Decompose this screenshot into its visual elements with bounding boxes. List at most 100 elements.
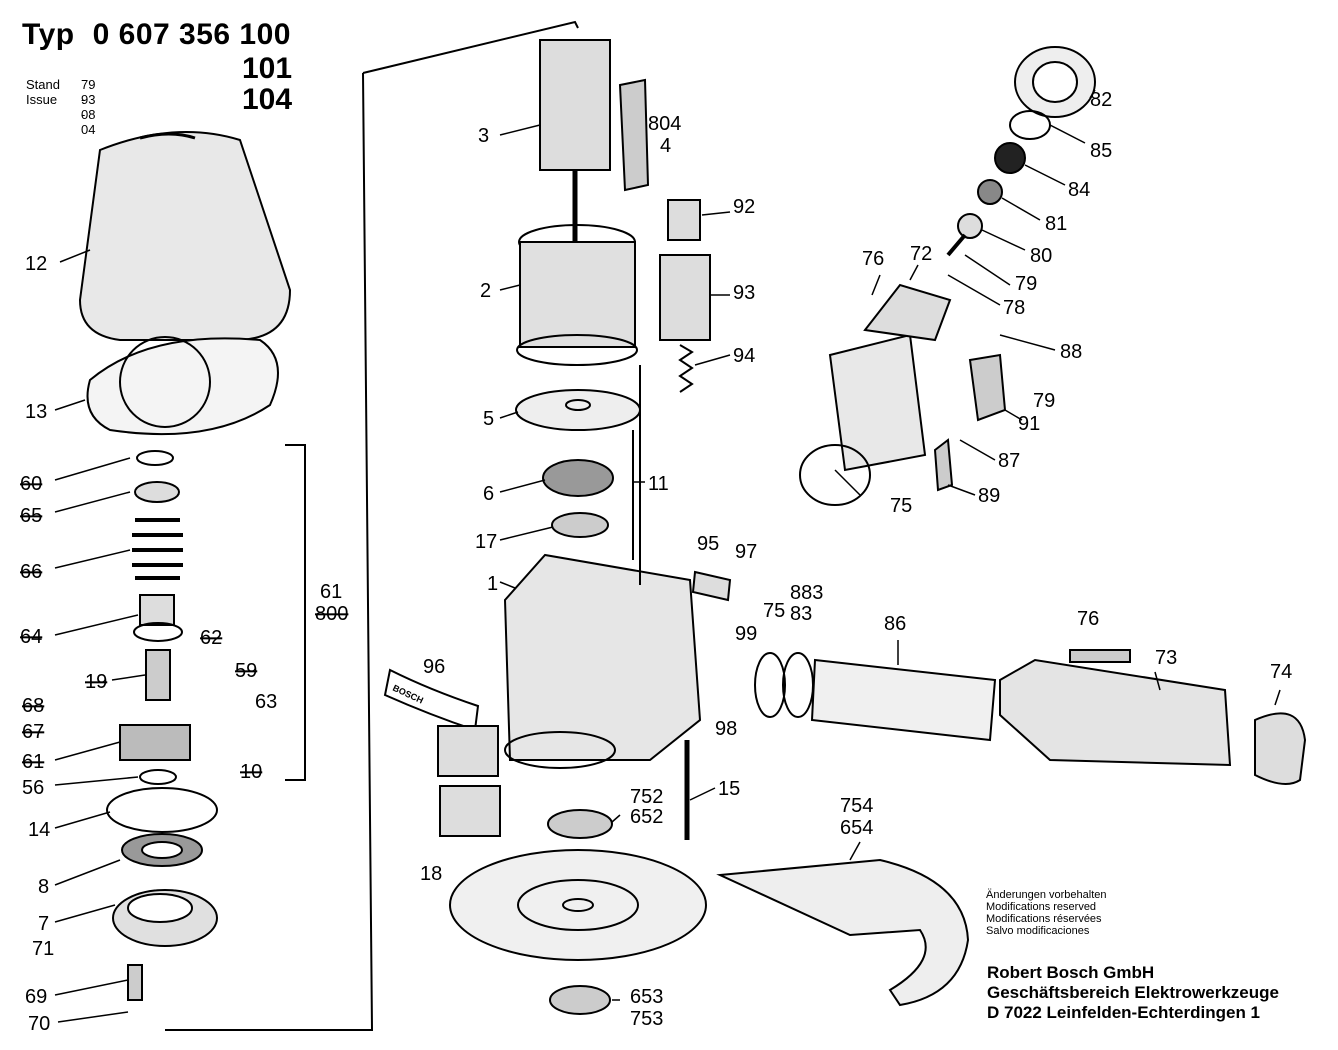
- label-71: 71: [32, 938, 54, 960]
- label-80: 80: [1030, 245, 1052, 267]
- label-91: 91: [1018, 413, 1040, 435]
- brush-spring: [678, 344, 694, 393]
- label-12: 12: [25, 253, 47, 275]
- compression-spring: [132, 518, 183, 580]
- label-13: 13: [25, 401, 47, 423]
- issue-label: Issue: [26, 92, 58, 107]
- stand-issue-block: Stand Issue 79 - 08 93 - 04: [26, 77, 95, 137]
- group-frame-line: [165, 72, 374, 1031]
- stand-value: 79 - 08: [81, 77, 96, 122]
- end-cap: [1254, 712, 1307, 785]
- carbon-brush-set-1: [437, 725, 499, 777]
- label-754: 754: [840, 795, 873, 817]
- label-3: 3: [478, 125, 489, 147]
- flange-nut: [547, 809, 613, 839]
- label-86: 86: [884, 613, 906, 635]
- motor-housing: [828, 333, 927, 472]
- label-804: 804: [648, 113, 681, 135]
- label-75b: 75: [763, 600, 785, 622]
- label-82: 82: [1090, 89, 1112, 111]
- label-14: 14: [28, 819, 50, 841]
- spring-cup: [134, 481, 180, 503]
- wheel-guard: [716, 858, 970, 1007]
- label-2: 2: [480, 280, 491, 302]
- modification-note: Änderungen vorbehalten Modifications res…: [986, 889, 1106, 937]
- label-99: 99: [735, 623, 757, 645]
- label-11: 11: [648, 473, 669, 495]
- label-88: 88: [1060, 341, 1082, 363]
- label-76b: 76: [1077, 608, 1099, 630]
- label-97: 97: [735, 541, 757, 563]
- label-56: 56: [22, 777, 44, 799]
- bearing-6: [542, 459, 614, 497]
- grinding-disc: [449, 849, 707, 961]
- part-number: 0 607 356 100: [92, 18, 291, 51]
- group-frame-line: [362, 20, 579, 74]
- label-64: 64: [20, 626, 42, 648]
- bearing-cap: [551, 512, 609, 538]
- label-7: 7: [38, 913, 49, 935]
- label-60: 60: [20, 473, 42, 495]
- brush-cap: [667, 199, 701, 241]
- company-address: Robert Bosch GmbH Geschäftsbereich Elekt…: [987, 963, 1279, 1023]
- label-72: 72: [910, 243, 932, 265]
- motor-tube: [810, 658, 997, 742]
- screw: [127, 964, 143, 1001]
- note-line-de: Änderungen vorbehalten: [986, 889, 1107, 901]
- label-65: 65: [20, 505, 42, 527]
- label-18: 18: [420, 863, 442, 885]
- label-94: 94: [733, 345, 755, 367]
- label-83: 83: [790, 603, 812, 625]
- label-63: 63: [255, 691, 277, 713]
- label-5: 5: [483, 408, 494, 430]
- label-753: 753: [630, 1008, 663, 1030]
- armature: [539, 39, 611, 171]
- label-6: 6: [483, 483, 494, 505]
- issue-value: 93 - 04: [81, 92, 96, 137]
- label-92: 92: [733, 196, 755, 218]
- label-17: 17: [475, 531, 497, 553]
- label-800: 800: [315, 603, 348, 625]
- label-10: 10: [240, 761, 262, 783]
- gasket: [86, 337, 279, 436]
- spindle-pin: [145, 649, 171, 701]
- brush-holder: [659, 254, 711, 341]
- label-1: 1: [487, 573, 498, 595]
- variant-104: 104: [242, 83, 293, 116]
- lock-assembly: [119, 724, 191, 761]
- plate: [691, 570, 732, 602]
- retaining-clip: [136, 450, 174, 466]
- rating-label: [383, 668, 480, 732]
- label-84: 84: [1068, 179, 1090, 201]
- label-61b: 61: [320, 581, 342, 603]
- label-15: 15: [718, 778, 740, 800]
- label-95: 95: [697, 533, 719, 555]
- typ-label: Typ: [22, 18, 75, 51]
- label-66: 66: [20, 561, 42, 583]
- label-59: 59: [235, 660, 257, 682]
- label-93: 93: [733, 282, 755, 304]
- label-652: 652: [630, 806, 663, 828]
- carbon-brush-set-2: [439, 785, 501, 837]
- label-73: 73: [1155, 647, 1177, 669]
- rear-handle: [999, 658, 1232, 767]
- label-79b: 79: [1033, 390, 1055, 412]
- label-98: 98: [715, 718, 737, 740]
- label-62: 62: [200, 627, 222, 649]
- o-ring: [106, 787, 218, 833]
- label-81: 81: [1045, 213, 1067, 235]
- note-line-fr: Modifications réservées: [986, 913, 1102, 925]
- label-85: 85: [1090, 140, 1112, 162]
- sleeve: [139, 594, 175, 626]
- group-bracket: [285, 444, 306, 781]
- label-4: 4: [660, 135, 671, 157]
- label-67: 67: [22, 721, 44, 743]
- address-division: Geschäftsbereich Elektrowerkzeuge: [987, 983, 1279, 1002]
- label-752: 752: [630, 786, 663, 808]
- label-883: 883: [790, 582, 823, 604]
- label-75a: 75: [890, 495, 912, 517]
- label-61a: 61: [22, 751, 44, 773]
- label-68: 68: [22, 695, 44, 717]
- label-87: 87: [998, 450, 1020, 472]
